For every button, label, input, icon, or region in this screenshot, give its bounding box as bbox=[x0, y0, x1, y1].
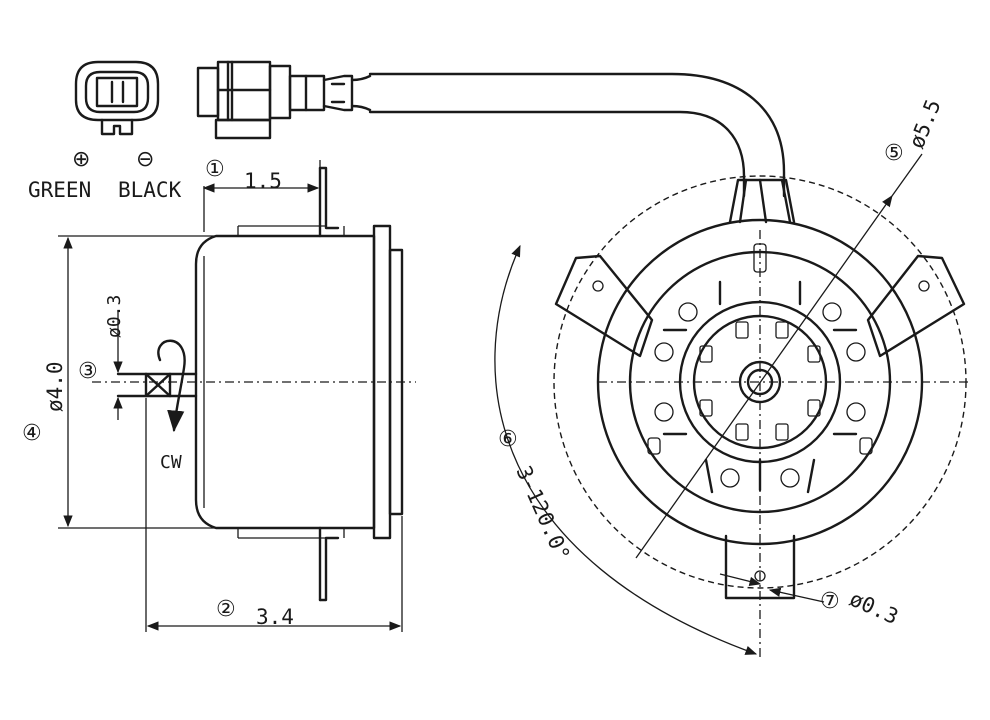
front-dimensions bbox=[494, 153, 923, 655]
dim-5: ø5.5 bbox=[904, 96, 945, 152]
side-dimensions bbox=[58, 160, 403, 632]
dim-3: ø0.3 bbox=[104, 295, 125, 338]
dim-7: ø0.3 bbox=[846, 587, 902, 629]
minus-icon: ⊖ bbox=[136, 147, 154, 172]
callout-1: ① bbox=[205, 157, 225, 182]
label-black: BLACK bbox=[118, 178, 182, 202]
callout-6: ⑥ bbox=[498, 427, 518, 452]
wire-harness bbox=[368, 72, 792, 224]
callout-7: ⑦ bbox=[820, 589, 840, 614]
rotation-label: CW bbox=[160, 452, 182, 473]
motor-front-view bbox=[553, 175, 970, 660]
motor-side-view bbox=[92, 166, 416, 602]
plus-icon: ⊕ bbox=[72, 147, 90, 172]
dim-2: 3.4 bbox=[256, 605, 294, 629]
dim-4: ø4.0 bbox=[43, 361, 67, 412]
connector-face bbox=[74, 60, 160, 136]
connector-side bbox=[196, 60, 372, 140]
dim-6: 3-120.0° bbox=[511, 462, 574, 564]
label-green: GREEN bbox=[28, 178, 91, 202]
callout-4: ④ bbox=[22, 421, 42, 446]
dim-1: 1.5 bbox=[244, 169, 282, 193]
callout-3: ③ bbox=[78, 359, 98, 384]
callout-5: ⑤ bbox=[884, 141, 904, 166]
callout-2: ② bbox=[216, 597, 236, 622]
